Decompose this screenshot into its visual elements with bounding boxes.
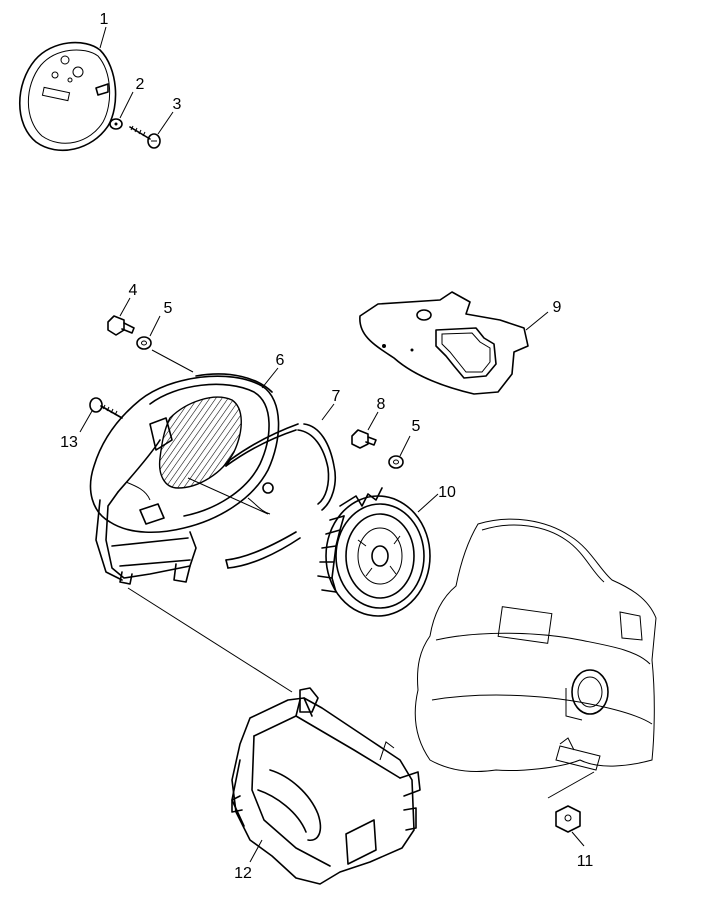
- leader-5b: [399, 435, 411, 457]
- leader-5a-assembly: [151, 349, 194, 373]
- callout-5-lower: 5: [412, 418, 421, 435]
- assembly-guide-housing: [187, 477, 269, 515]
- part-1-cover-plate: [18, 41, 117, 151]
- part-8-bolt: [351, 429, 377, 449]
- callout-6: 6: [276, 352, 285, 369]
- leader-10: [417, 493, 439, 513]
- part-5-washer-lower: [388, 455, 404, 469]
- leader-4: [119, 297, 131, 317]
- engine-block-reference: [414, 518, 657, 773]
- part-4-bolt: [107, 315, 135, 336]
- leader-6: [261, 367, 279, 389]
- leader-1: [99, 26, 107, 49]
- callout-4: 4: [129, 282, 138, 299]
- assembly-guide-shroud: [127, 587, 293, 693]
- part-13-screw: [89, 397, 123, 419]
- leader-11-assembly: [547, 771, 595, 799]
- callout-5-upper: 5: [164, 300, 173, 317]
- part-12-shroud: [231, 687, 421, 885]
- leader-8: [367, 411, 379, 431]
- part-3-screw: [129, 125, 161, 149]
- leader-9: [525, 311, 549, 331]
- leader-3: [157, 111, 174, 135]
- callout-11: 11: [577, 853, 594, 870]
- callout-2: 2: [136, 76, 145, 93]
- part-5-washer-upper: [136, 336, 152, 350]
- callout-10: 10: [438, 484, 456, 501]
- callout-13: 13: [60, 434, 78, 451]
- callout-7: 7: [332, 388, 341, 405]
- leader-12: [249, 839, 263, 863]
- part-9-gasket-plate: [359, 291, 529, 395]
- leader-7: [321, 403, 335, 421]
- callout-8: 8: [377, 396, 386, 413]
- part-11-nut: [555, 805, 581, 833]
- leader-5a: [149, 315, 161, 337]
- callout-1: 1: [100, 11, 109, 28]
- callout-3: 3: [173, 96, 182, 113]
- part-2-washer: [109, 118, 123, 130]
- callout-9: 9: [553, 299, 562, 316]
- part-6-fan-housing: [89, 373, 280, 585]
- leader-2: [119, 91, 134, 119]
- part-7-seal-strip: [225, 423, 337, 569]
- leader-11: [571, 831, 585, 847]
- callout-12: 12: [234, 865, 252, 882]
- leader-13: [79, 410, 93, 433]
- part-10-flywheel: [317, 487, 431, 617]
